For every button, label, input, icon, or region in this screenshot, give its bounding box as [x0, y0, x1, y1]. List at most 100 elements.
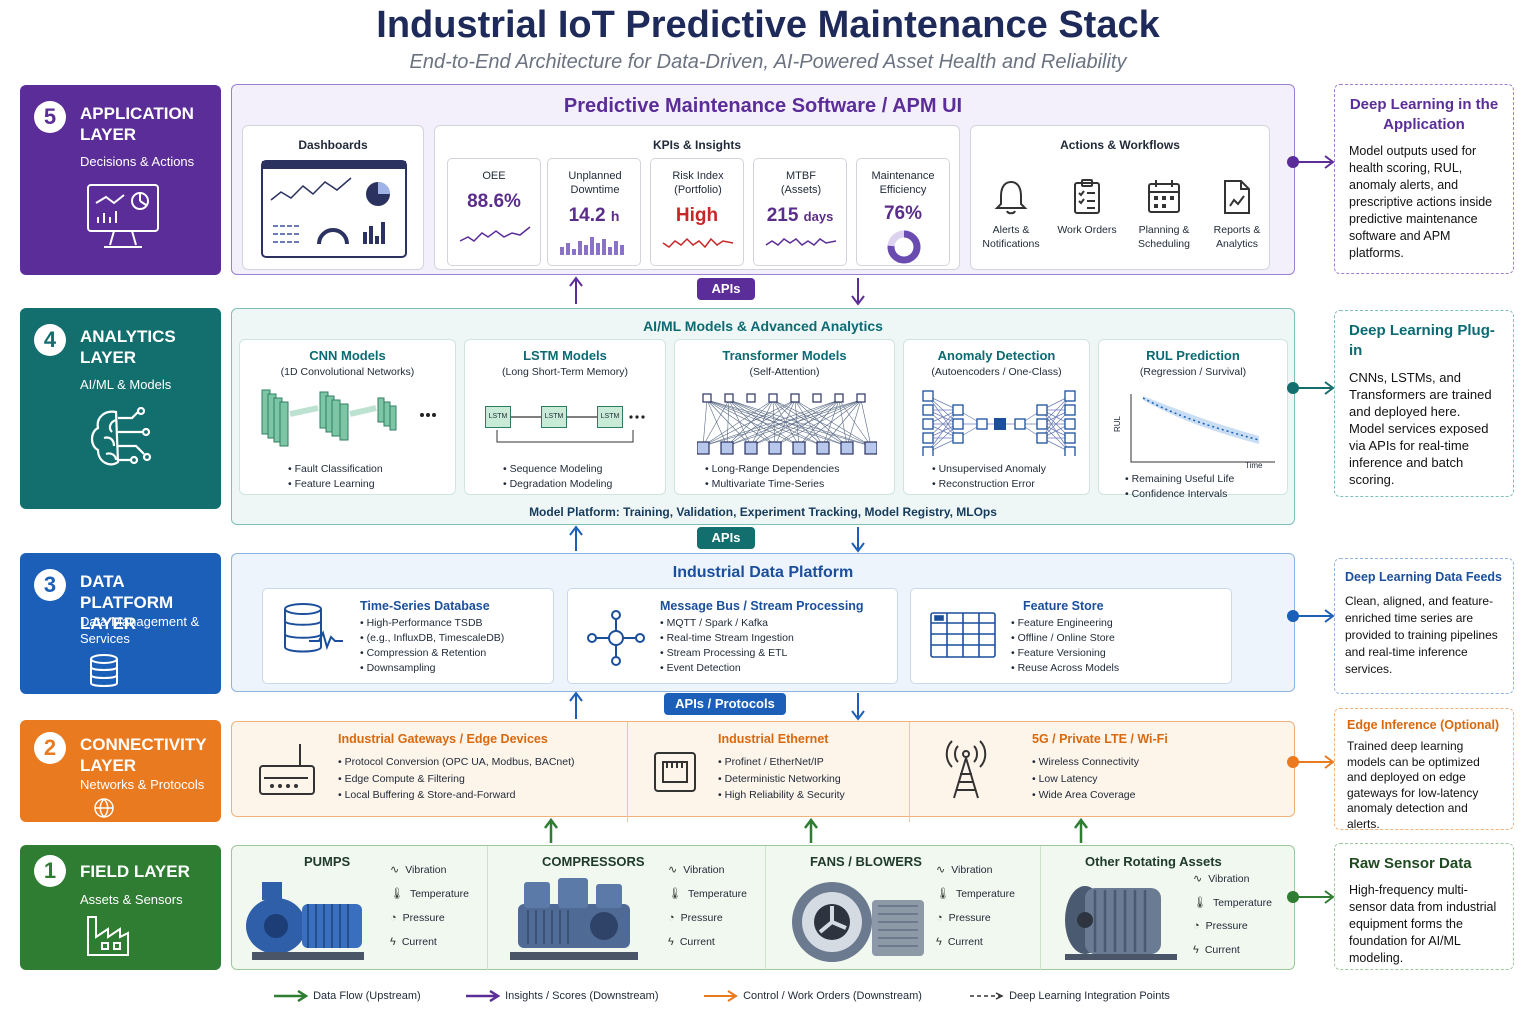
kpi-value: 88.6%: [467, 191, 521, 212]
sensor-item: 🌡Temperature: [668, 882, 747, 906]
lstm-model-card[interactable]: LSTM Models (Long Short-Term Memory) LST…: [464, 339, 666, 495]
api-badge-bottom: APIs / Protocols: [664, 693, 786, 715]
cnn-model-card[interactable]: CNN Models (1D Convolutional Networks) F…: [239, 339, 456, 495]
conn-title: 5G / Private LTE / Wi-Fi: [1032, 732, 1168, 746]
layer-subtitle: AI/ML & Models: [80, 377, 172, 392]
side-note-edge: Edge Inference (Optional) Trained deep l…: [1334, 708, 1514, 831]
layer-name: APPLICATION LAYER: [80, 104, 194, 144]
model-title: LSTM Models: [523, 348, 607, 363]
attention-network-icon: [697, 393, 877, 455]
layer-field[interactable]: 1 FIELD LAYER Assets & Sensors: [20, 845, 221, 970]
sensor-label: Current: [1204, 943, 1240, 956]
tsdb-card[interactable]: Time-Series Database High-Performance TS…: [262, 588, 554, 684]
layer-name: DATA PLATFORM LAYER: [80, 572, 174, 633]
feature-store-card[interactable]: Feature Store Feature EngineeringOffline…: [910, 588, 1232, 684]
kpi-unplanned-downtime[interactable]: Unplanned Downtime 14.2 h: [547, 158, 641, 266]
layer-number: 4: [34, 324, 66, 356]
bullet: Feature Engineering: [1011, 616, 1119, 631]
feature-store-title: Feature Store: [1023, 599, 1104, 613]
layer-number: 2: [34, 732, 66, 764]
flow-arrows-data: [569, 691, 865, 721]
model-bullets: Unsupervised AnomalyReconstruction Error: [932, 462, 1046, 492]
model-subtitle: (Self-Attention): [749, 366, 820, 378]
message-bus-card[interactable]: Message Bus / Stream Processing MQTT / S…: [567, 588, 898, 684]
analytics-panel-title: AI/ML Models & Advanced Analytics: [643, 318, 883, 334]
sensor-item: ∿Vibration: [1193, 868, 1272, 892]
waveform-icon: ∿: [668, 864, 678, 876]
side-note-title: Deep Learning Data Feeds: [1345, 570, 1502, 584]
sensor-label: Vibration: [683, 864, 725, 876]
bullet: Wireless Connectivity: [1032, 754, 1139, 771]
kpi-mtbf[interactable]: MTBF (Assets) 215 days: [753, 158, 847, 266]
kpi-value-row: 14.2 h: [548, 205, 640, 227]
side-note-body: CNNs, LSTMs, and Transformers are traine…: [1349, 370, 1492, 487]
bullet: Long-Range Dependencies: [705, 462, 840, 477]
clipboard-checklist-icon: [1074, 179, 1100, 214]
bar-sparkline-icon: [560, 237, 624, 255]
bullet: (e.g., InfluxDB, TimescaleDB): [360, 631, 505, 646]
factory-icon: [87, 916, 129, 956]
sparkline-icon: [662, 237, 734, 249]
wireless-column[interactable]: 5G / Private LTE / Wi-Fi Wireless Connec…: [910, 722, 1296, 822]
layer-data-platform[interactable]: 3 DATA PLATFORM LAYER Data Management & …: [20, 553, 221, 694]
bullet: Edge Compute & Filtering: [338, 771, 575, 788]
gauge-icon: ◔: [390, 912, 397, 924]
side-note-title: Raw Sensor Data: [1349, 855, 1472, 872]
kpi-risk-index[interactable]: Risk Index (Portfolio) High: [650, 158, 744, 266]
legend-label: Control / Work Orders (Downstream): [743, 990, 922, 1002]
bullet: Fault Classification: [288, 462, 383, 477]
gateway-column[interactable]: Industrial Gateways / Edge Devices Proto…: [232, 722, 628, 822]
model-title: RUL Prediction: [1146, 348, 1240, 363]
electric-motor-icon: [1065, 886, 1177, 960]
asset-other-rotating[interactable]: Other Rotating Assets ∿Vibration🌡Tempera…: [1041, 846, 1296, 970]
gauge-icon: ◔: [668, 912, 675, 924]
bullet: Multivariate Time-Series: [705, 477, 839, 492]
kpis-title: KPIs & Insights: [652, 138, 741, 152]
bullet: Sequence Modeling: [503, 462, 612, 477]
message-bus-bullets: MQTT / Spark / KafkaReal-time Stream Ing…: [660, 616, 794, 676]
blower-fan-icon: [792, 882, 924, 962]
sensor-item: ◔Pressure: [936, 906, 1015, 930]
kpi-value: 76%: [883, 203, 923, 224]
action-alerts[interactable]: Alerts & Notifications: [979, 178, 1043, 251]
application-panel-title: Predictive Maintenance Software / APM UI: [563, 95, 963, 117]
asset-fans[interactable]: FANS / BLOWERS ∿Vibration🌡Temperature◔Pr…: [766, 846, 1041, 970]
layer-analytics[interactable]: 4 ANALYTICS LAYER AI/ML & Models: [20, 308, 221, 509]
layer-application[interactable]: 5 APPLICATION LAYER Decisions & Actions: [20, 85, 221, 275]
actions-title: Actions & Workflows: [1060, 138, 1180, 152]
sensor-label: Temperature: [1212, 896, 1272, 909]
asset-compressors[interactable]: COMPRESSORS ∿Vibration🌡Temperature◔Press…: [488, 846, 766, 970]
conn-bullets: Protocol Conversion (OPC UA, Modbus, BAC…: [338, 754, 575, 804]
model-bullets: Fault ClassificationFeature Learning: [288, 462, 383, 492]
pump-icon: [246, 882, 364, 960]
kpi-oee[interactable]: OEE 88.6%: [447, 158, 541, 266]
conn-bullets: Profinet / EtherNet/IPDeterministic Netw…: [718, 754, 845, 804]
ethernet-column[interactable]: Industrial Ethernet Profinet / EtherNet/…: [628, 722, 910, 822]
dashboards-card[interactable]: Dashboards: [242, 125, 424, 270]
model-title: CNN Models: [309, 348, 386, 363]
bullet: Local Buffering & Store-and-Forward: [338, 787, 575, 804]
action-work-orders[interactable]: Work Orders: [1055, 178, 1119, 237]
sensor-item: ◔Pressure: [1193, 915, 1272, 939]
rul-model-card[interactable]: RUL Prediction (Regression / Survival) R…: [1098, 339, 1288, 500]
kpi-name: OEE: [482, 170, 506, 182]
sensor-item: ◔Pressure: [668, 906, 747, 930]
orange-arrow-icon: [704, 990, 738, 1002]
kpi-maintenance-efficiency[interactable]: Maintenance Efficiency 76%: [856, 158, 950, 266]
action-reports[interactable]: Reports & Analytics: [1205, 178, 1269, 251]
kpi-unit: days: [803, 209, 834, 224]
anomaly-model-card[interactable]: Anomaly Detection (Autoencoders / One-Cl…: [903, 339, 1090, 495]
layer-subtitle: Assets & Sensors: [80, 892, 183, 907]
cell-tower-icon: [945, 740, 987, 799]
bullet: High Reliability & Security: [718, 787, 845, 804]
bullet: Low Latency: [1032, 771, 1139, 788]
kpi-value-row: 215 days: [754, 205, 846, 227]
action-planning[interactable]: Planning & Scheduling: [1131, 178, 1197, 251]
database-icon: [90, 654, 118, 687]
transformer-model-card[interactable]: Transformer Models (Self-Attention) Long…: [674, 339, 895, 495]
waveform-icon: ∿: [390, 864, 400, 876]
layer-connectivity[interactable]: 2 CONNECTIVITY LAYER Networks & Protocol…: [20, 720, 221, 822]
